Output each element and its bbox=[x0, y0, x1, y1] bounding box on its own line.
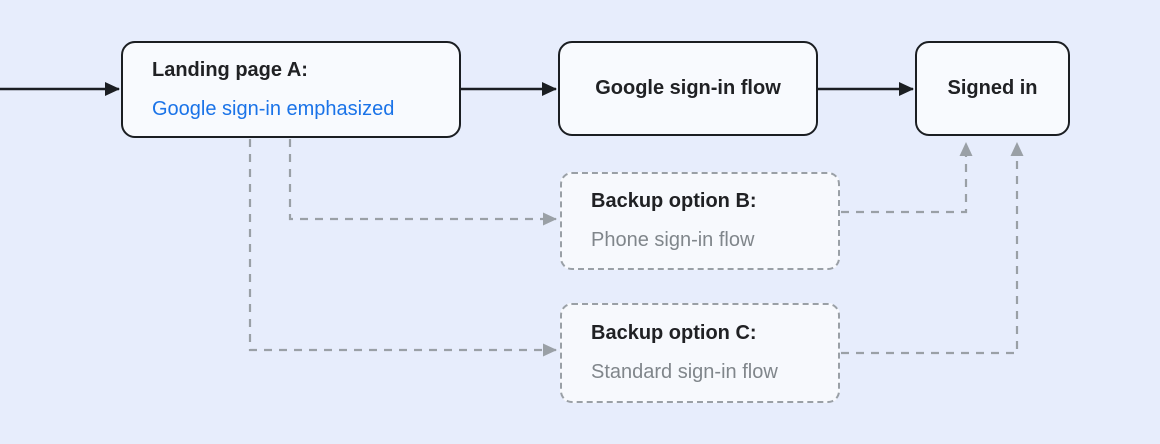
node-google-sign-in-flow: Google sign-in flow bbox=[558, 41, 818, 136]
backup-option-b-title: Backup option B: bbox=[591, 190, 757, 212]
edge-landing-to-backup-b bbox=[288, 139, 557, 226]
edge-backup-c-to-signed-in bbox=[841, 142, 1024, 355]
backup-option-c-subtitle: Standard sign-in flow bbox=[591, 361, 778, 383]
landing-page-a-subtitle: Google sign-in emphasized bbox=[152, 97, 395, 120]
backup-option-b-subtitle: Phone sign-in flow bbox=[591, 229, 755, 251]
landing-page-a-title: Landing page A: bbox=[152, 58, 308, 81]
edge-landing-to-backup-c bbox=[248, 139, 557, 357]
node-signed-in: Signed in bbox=[915, 41, 1070, 136]
google-sign-in-flow-label: Google sign-in flow bbox=[595, 77, 781, 99]
node-backup-option-b: Backup option B: Phone sign-in flow bbox=[560, 172, 840, 270]
backup-option-c-title: Backup option C: bbox=[591, 322, 757, 344]
node-landing-page-a: Landing page A: Google sign-in emphasize… bbox=[121, 41, 461, 138]
node-backup-option-c: Backup option C: Standard sign-in flow bbox=[560, 303, 840, 403]
signed-in-label: Signed in bbox=[947, 77, 1038, 99]
edge-backup-b-to-signed-in bbox=[841, 142, 973, 214]
